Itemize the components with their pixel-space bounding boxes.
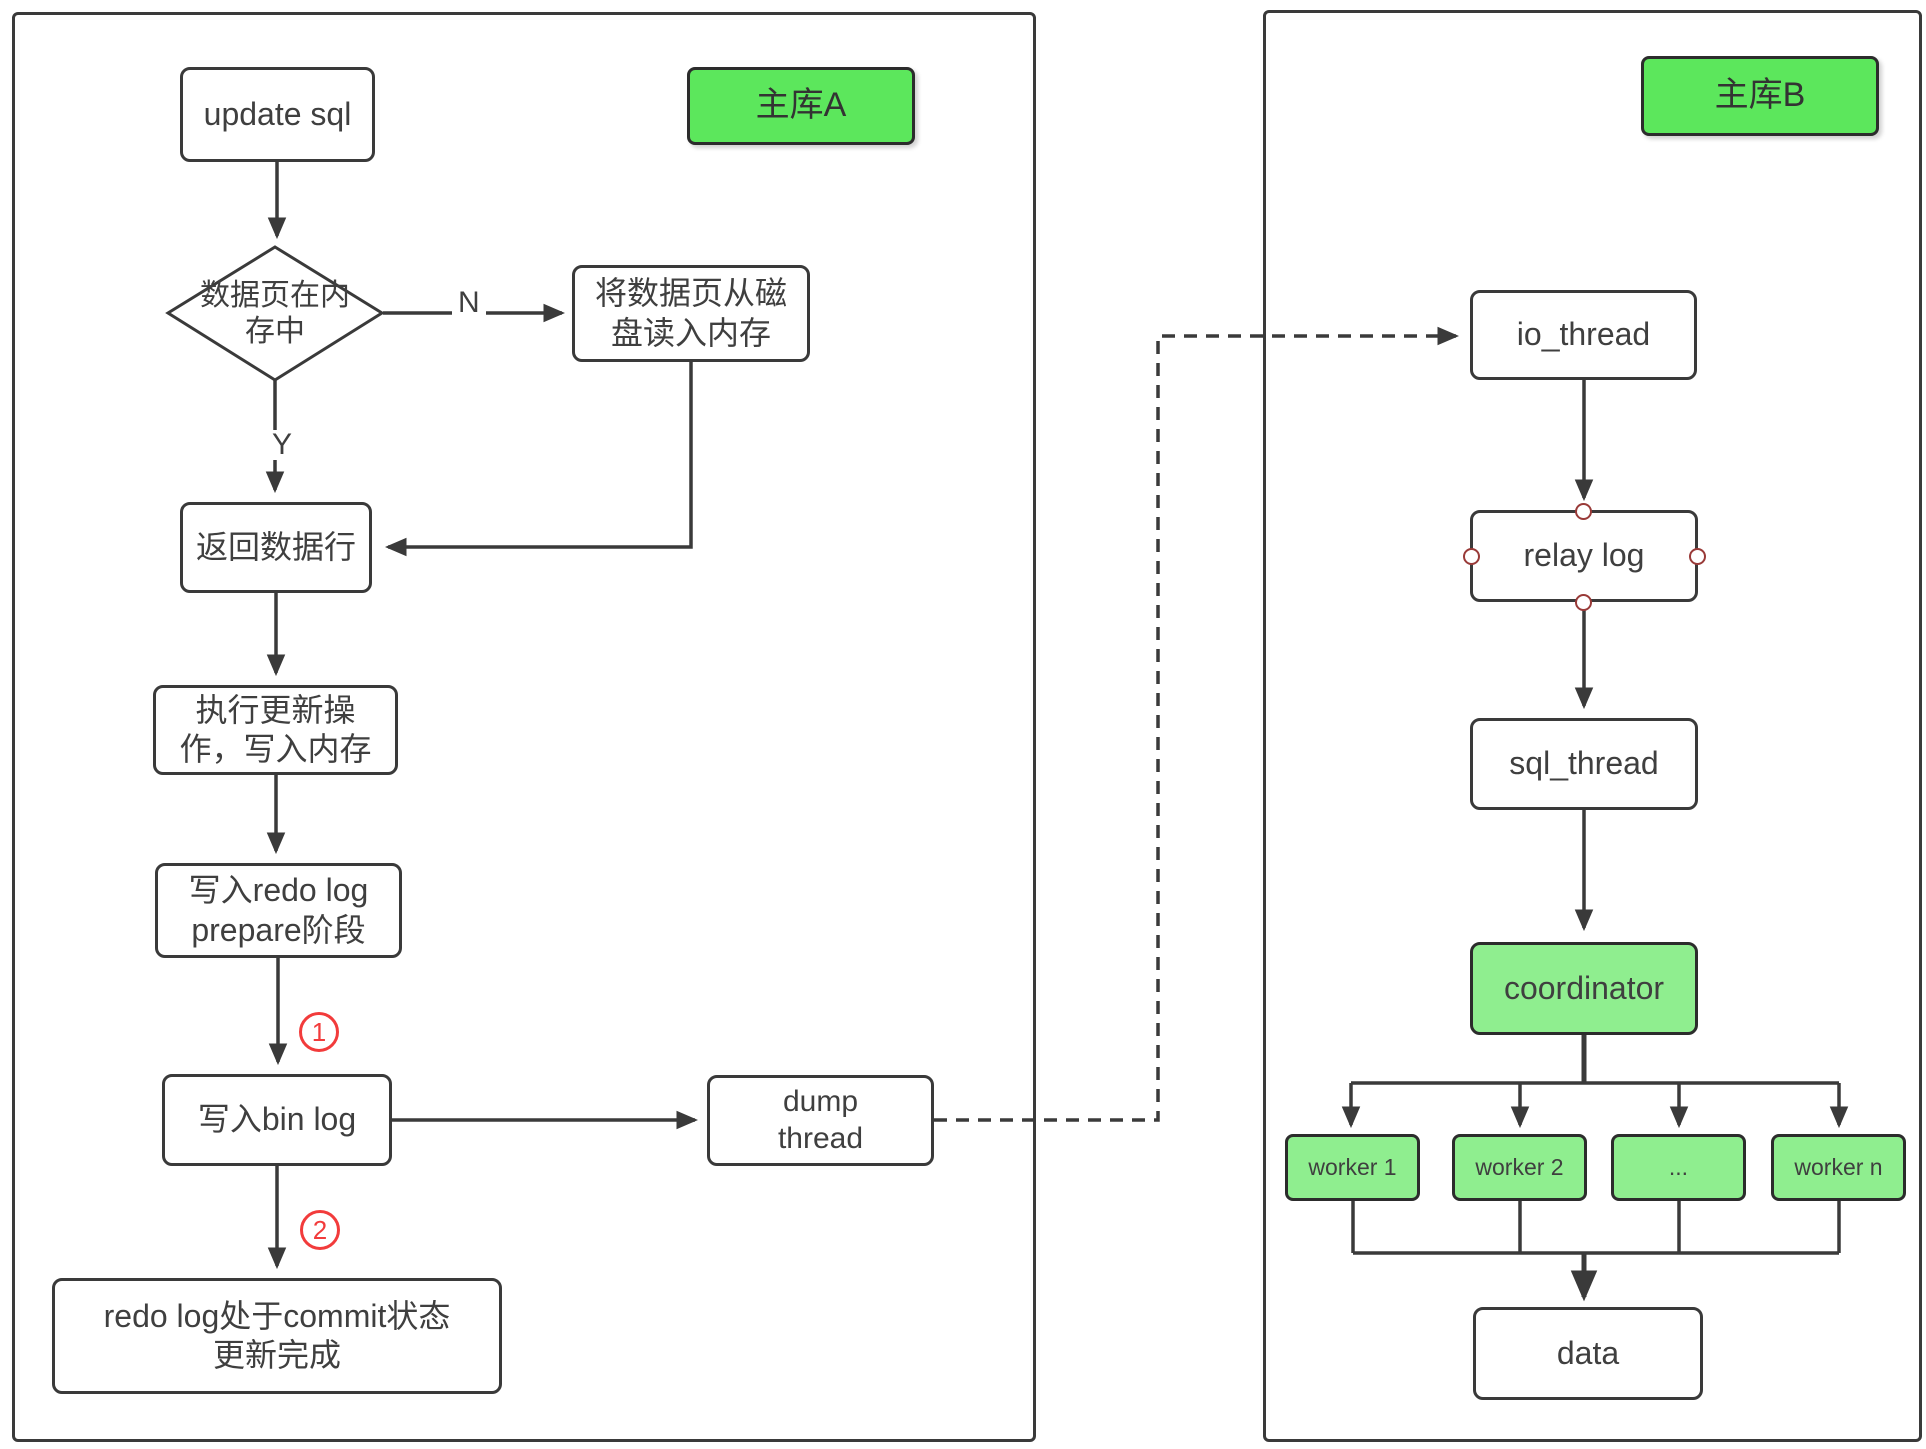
edge-label-yes: Y — [266, 430, 299, 460]
node-worker-ellipsis: ... — [1611, 1134, 1746, 1201]
step-badge-2: 2 — [300, 1210, 340, 1250]
node-worker-2: worker 2 — [1452, 1134, 1587, 1201]
connection-point-icon — [1575, 503, 1592, 520]
node-decision-page-in-memory: 数据页在内 存中 — [200, 279, 350, 348]
node-update-sql: update sql — [180, 67, 375, 162]
node-relay-log: relay log — [1470, 510, 1698, 602]
decision-diamond — [165, 245, 385, 382]
connection-point-icon — [1575, 594, 1592, 611]
connection-point-icon — [1463, 548, 1480, 565]
node-worker-n: worker n — [1771, 1134, 1906, 1201]
connection-point-icon — [1689, 548, 1706, 565]
panel-title-master-b: 主库B — [1641, 56, 1879, 136]
node-read-page-from-disk: 将数据页从磁 盘读入内存 — [572, 265, 810, 362]
node-worker-1: worker 1 — [1285, 1134, 1420, 1201]
panel-title-master-a: 主库A — [687, 67, 915, 145]
edge-label-no: N — [452, 288, 486, 318]
node-data: data — [1473, 1307, 1703, 1400]
node-execute-update: 执行更新操 作，写入内存 — [153, 685, 398, 775]
node-write-bin-log: 写入bin log — [162, 1074, 392, 1166]
step-badge-1: 1 — [299, 1012, 339, 1052]
node-return-data-rows: 返回数据行 — [180, 502, 372, 593]
node-dump-thread: dump thread — [707, 1075, 934, 1166]
node-sql-thread: sql_thread — [1470, 718, 1698, 810]
node-io-thread: io_thread — [1470, 290, 1697, 380]
node-coordinator: coordinator — [1470, 942, 1698, 1035]
node-redo-log-prepare: 写入redo log prepare阶段 — [155, 863, 402, 958]
node-redo-log-commit: redo log处于commit状态 更新完成 — [52, 1278, 502, 1394]
